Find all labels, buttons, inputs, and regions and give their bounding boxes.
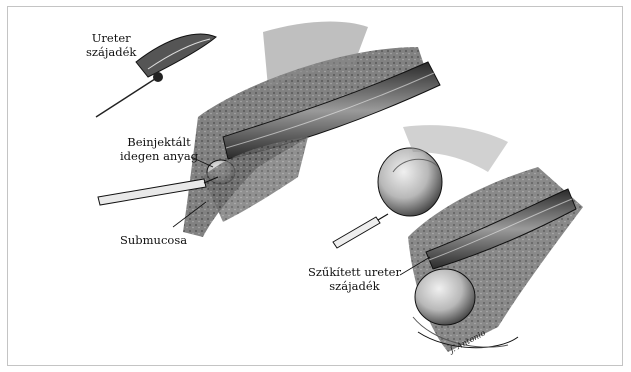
figure-frame: Ureter szájadék Beinjektált idegen anyag…: [7, 6, 623, 366]
large-bubble: [378, 148, 442, 216]
right-injected-bubble: [415, 269, 475, 325]
illustration: [8, 7, 624, 367]
right-needle: [333, 217, 380, 248]
left-needle-upper: [96, 77, 158, 117]
label-narrowed-orifice: Szűkített ureter szájadék: [308, 265, 401, 293]
label-ureter-orifice: Ureter szájadék: [86, 31, 136, 59]
label-injected-material: Beinjektált idegen anyag: [120, 135, 198, 163]
label-submucosa: Submucosa: [120, 233, 187, 247]
